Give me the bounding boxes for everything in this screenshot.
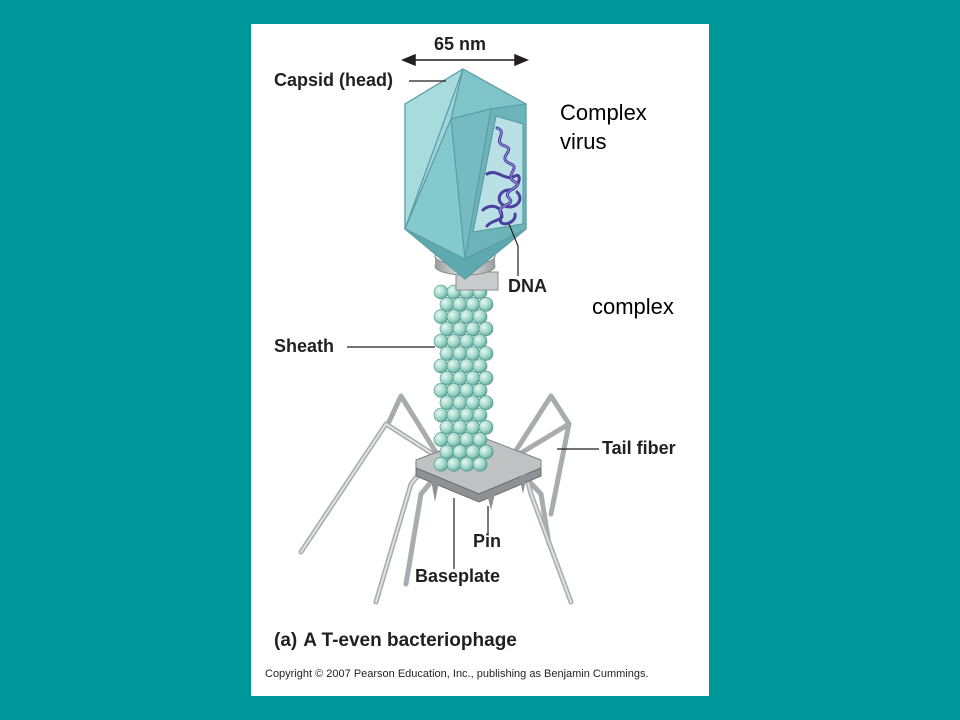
sheath-bead [472,383,488,398]
sheath-bead [433,333,449,349]
sheath-bead [472,333,488,349]
sheath-shape [433,284,494,472]
sheath-bead [439,296,455,312]
sheath-bead [433,284,449,300]
sheath-bead [465,321,481,337]
diagram-panel: 65 nm Capsid (head) DNA Sheath Tail fibe… [251,24,709,696]
sheath-label: Sheath [274,336,335,356]
sheath-bead [465,296,481,312]
pin-label: Pin [473,531,502,551]
sheath-bead [439,370,455,386]
sheath-bead [459,333,475,349]
sheath-bead [452,321,468,337]
sheath-bead [433,407,449,423]
sheath-bead [439,419,455,435]
sheath-bead [452,346,468,361]
sheath-bead [446,309,462,324]
tail-fiber-label: Tail fiber [602,438,676,458]
sheath-bead [446,333,462,349]
sheath-bead [433,358,449,374]
sheath-bead [446,432,462,447]
complex-note: complex [592,294,674,319]
sheath-bead [446,407,462,423]
scale-label: 65 nm [434,34,487,54]
sheath-bead [452,444,468,460]
caption-part: (a) [274,630,298,651]
sheath-bead [439,395,455,411]
sheath-bead [446,456,462,472]
sheath-bead [478,296,494,312]
sheath-bead [459,407,475,423]
sheath-bead [478,395,494,411]
sheath-bead [439,444,455,460]
bacteriophage-illustration [298,53,599,605]
sheath-bead [465,370,481,386]
sheath-bead [465,419,481,435]
sheath-bead [465,444,481,460]
leader-lines [347,80,599,569]
copyright-text: Copyright © 2007 Pearson Education, Inc.… [265,668,649,680]
sheath-bead [446,358,462,374]
sheath-bead [459,383,475,398]
caption-title: A T-even bacteriophage [303,630,517,651]
sheath-bead [465,395,481,411]
sheath-bead [465,346,481,361]
sheath-bead [459,456,475,472]
scale-arrow [401,53,529,67]
sheath-bead [478,370,494,386]
sheath-bead [478,419,494,435]
sheath-bead [478,444,494,460]
note-line-2: virus [560,129,607,154]
sheath-bead [472,432,488,447]
baseplate-label: Baseplate [415,566,501,586]
sheath-bead [439,346,455,361]
sheath-bead [452,395,468,411]
sheath-bead [459,358,475,374]
sheath-bead [472,407,488,423]
sheath-bead [452,370,468,386]
sheath-bead [433,456,449,472]
sheath-bead [478,346,494,361]
sheath-bead [439,321,455,337]
complex-virus-note: Complex virus [560,98,647,156]
sheath-bead [478,321,494,337]
sheath-bead [452,296,468,312]
dna-label: DNA [508,276,547,296]
sheath-bead [459,309,475,324]
sheath-bead [446,383,462,398]
figure-caption: (a)A T-even bacteriophage [274,630,517,652]
sheath-bead [452,419,468,435]
capsid-label: Capsid (head) [274,70,394,90]
note-line-1: Complex [560,100,647,125]
sheath-bead [472,456,488,472]
sheath-bead [459,432,475,447]
capsid-shape [404,68,527,280]
sheath-bead [472,358,488,374]
sheath-bead [472,309,488,324]
sheath-bead [433,309,449,324]
sheath-bead [433,383,449,398]
sheath-bead [433,432,449,447]
